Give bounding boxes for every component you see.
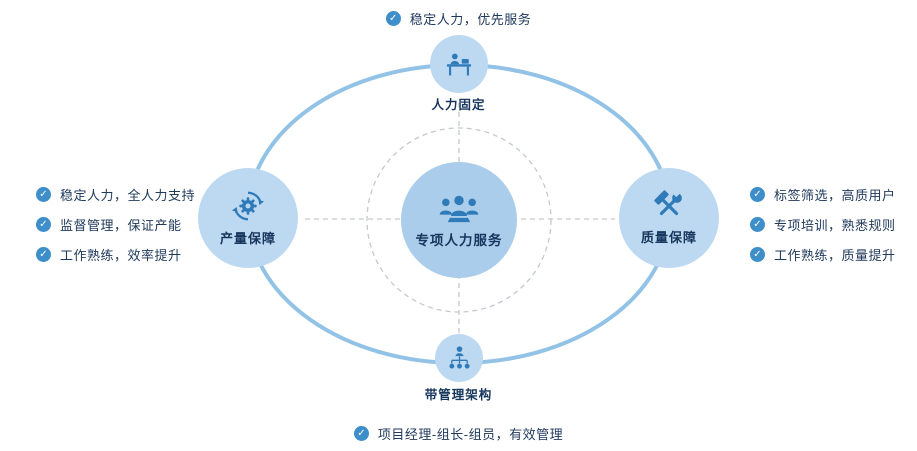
people-group-icon [439, 195, 479, 222]
list-item: ✓ 工作熟练，效率提升 [36, 239, 195, 269]
org-structure-icon [448, 345, 470, 369]
bottom-bullet-list: ✓ 项目经理-组长-组员，有效管理 [0, 424, 917, 442]
bullet-text: 监督管理，保证产能 [60, 217, 182, 233]
list-item: ✓ 工作熟练，质量提升 [750, 239, 896, 269]
bullet-text: 项目经理-组长-组员，有效管理 [377, 426, 564, 442]
check-icon: ✓ [36, 186, 51, 202]
person-desk-icon [446, 53, 472, 75]
bullet-text: 标签筛选，高质用户 [774, 187, 896, 203]
bullet-text: 专项培训，熟悉规则 [774, 217, 896, 233]
list-item: ✓ 监督管理，保证产能 [36, 209, 195, 239]
node-label-right: 质量保障 [640, 230, 697, 245]
list-item: ✓ 标签筛选，高质用户 [750, 179, 896, 209]
node-output-guarantee: 产量保障 [198, 168, 298, 268]
list-item: ✓ 稳定人力，全人力支持 [36, 179, 195, 209]
bullet-text: 稳定人力，优先服务 [409, 11, 532, 27]
check-icon: ✓ [36, 246, 51, 262]
list-item: ✓ 稳定人力，优先服务 [385, 9, 532, 27]
check-icon: ✓ [750, 246, 765, 262]
top-bullet-list: ✓ 稳定人力，优先服务 [0, 9, 917, 27]
node-label-left: 产量保障 [219, 231, 276, 246]
check-icon: ✓ [385, 10, 401, 26]
left-bullet-list: ✓ 稳定人力，全人力支持 ✓ 监督管理，保证产能 ✓ 工作熟练，效率提升 [36, 179, 195, 269]
bullet-text: 工作熟练，质量提升 [774, 247, 896, 263]
gear-cycle-icon [231, 191, 265, 221]
bullet-text: 稳定人力，全人力支持 [60, 187, 196, 203]
check-icon: ✓ [750, 186, 765, 202]
tools-icon [654, 190, 682, 216]
center-label: 专项人力服务 [415, 232, 503, 248]
bullet-text: 工作熟练，效率提升 [60, 247, 182, 263]
node-manpower-fixed [430, 35, 488, 93]
check-icon: ✓ [36, 216, 51, 232]
list-item: ✓ 专项培训，熟悉规则 [750, 209, 896, 239]
dashed-inner-circle [366, 127, 552, 313]
check-icon: ✓ [353, 425, 369, 441]
node-management-structure [435, 334, 483, 382]
right-bullet-list: ✓ 标签筛选，高质用户 ✓ 专项培训，熟悉规则 ✓ 工作熟练，质量提升 [750, 179, 896, 269]
node-quality-guarantee: 质量保障 [619, 168, 719, 268]
list-item: ✓ 项目经理-组长-组员，有效管理 [353, 424, 564, 442]
check-icon: ✓ [750, 216, 765, 232]
node-special-service-center: 专项人力服务 [401, 162, 517, 278]
